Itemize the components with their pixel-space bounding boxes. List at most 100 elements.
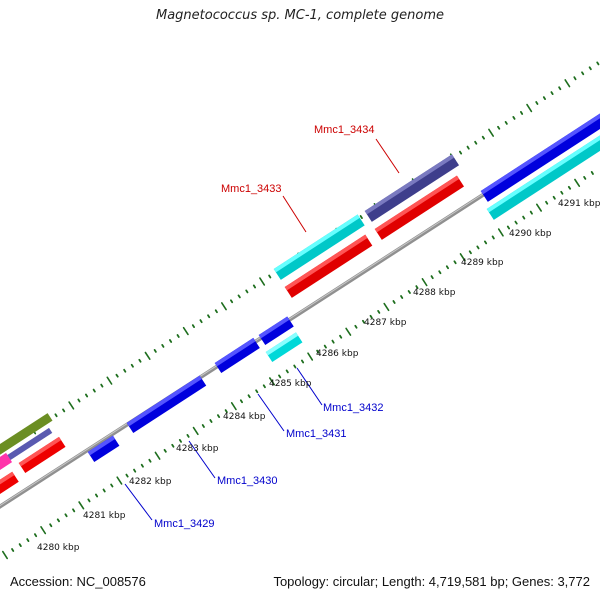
- outer-ring-tick: [497, 125, 501, 130]
- gene-feature-red-left-b: [18, 436, 66, 474]
- inner-ring-tick: [95, 493, 99, 498]
- inner-ring-tick: [468, 250, 472, 255]
- inner-ring-tick: [400, 295, 404, 299]
- gene-label-mmc1-3429: Mmc1_3429: [154, 518, 215, 530]
- inner-ring-tick: [268, 377, 276, 386]
- gene-feature-cyan-right: [486, 129, 600, 220]
- outer-ring-tick: [123, 368, 127, 373]
- inner-ring-tick: [453, 260, 457, 265]
- inner-ring-tick: [497, 228, 504, 237]
- outer-ring-tick: [466, 145, 470, 150]
- kbp-label-4291: 4291 kbp: [558, 199, 600, 209]
- inner-ring-tick: [154, 451, 161, 460]
- gene-label-mmc1-3433: Mmc1_3433: [221, 183, 282, 195]
- genome-summary-text: Topology: circular; Length: 4,719,581 bp…: [273, 574, 590, 589]
- kbp-label-4287: 4287 kbp: [364, 318, 407, 328]
- outer-ring-tick: [85, 393, 89, 398]
- outer-ring-tick: [573, 76, 577, 81]
- inner-ring-tick: [171, 443, 175, 448]
- inner-ring-tick: [590, 170, 594, 175]
- inner-ring-tick: [34, 533, 38, 538]
- inner-ring-tick: [178, 438, 183, 443]
- inner-ring-tick: [192, 426, 199, 436]
- leader-line-3430: [188, 440, 216, 479]
- inner-ring-tick: [11, 548, 15, 552]
- gene-feature-purple-3434: [364, 154, 460, 222]
- kbp-label-4282: 4282 kbp: [129, 477, 172, 487]
- outer-ring-tick: [115, 373, 119, 378]
- outer-ring-tick: [481, 135, 486, 140]
- outer-ring-tick: [168, 339, 173, 343]
- inner-ring-tick: [40, 525, 47, 535]
- kbp-label-4280: 4280 kbp: [37, 543, 80, 553]
- outer-ring-tick: [100, 383, 104, 388]
- inner-ring-tick: [102, 488, 106, 493]
- inner-ring-tick: [361, 319, 366, 324]
- inner-ring-tick: [354, 324, 358, 329]
- inner-ring-tick: [307, 352, 314, 361]
- outer-ring-tick: [550, 91, 554, 95]
- gene-feature-cyan-3433: [273, 214, 365, 280]
- inner-ring-tick: [323, 344, 327, 349]
- outer-ring-tick: [458, 150, 463, 155]
- inner-ring-tick: [421, 277, 428, 287]
- leader-line-3432: [296, 367, 323, 406]
- inner-ring-tick: [522, 215, 526, 220]
- leader-line-3433: [282, 195, 307, 233]
- gene-feature-blue-right: [480, 109, 600, 202]
- outer-ring-tick: [54, 413, 58, 418]
- leader-line-3434: [375, 138, 400, 174]
- outer-ring-tick: [504, 121, 508, 125]
- inner-ring-tick: [224, 409, 228, 414]
- outer-ring-tick: [237, 294, 241, 299]
- inner-ring-tick: [1, 550, 8, 560]
- kbp-label-4286: 4286 kbp: [316, 349, 359, 359]
- outer-ring-tick: [252, 284, 257, 289]
- outer-ring-tick: [558, 86, 562, 91]
- kbp-label-4289: 4289 kbp: [461, 258, 504, 268]
- inner-ring-tick: [331, 339, 335, 344]
- inner-ring-tick: [56, 518, 60, 523]
- inner-ring-tick: [529, 210, 533, 215]
- outer-ring-tick: [259, 277, 266, 286]
- inner-ring-tick: [407, 290, 411, 294]
- inner-ring-tick: [438, 270, 442, 275]
- outer-ring-tick: [474, 140, 478, 145]
- leader-line-3429: [124, 483, 153, 521]
- gene-feature-red-3434: [374, 175, 465, 240]
- inner-ring-tick: [506, 225, 511, 230]
- inner-ring-tick: [133, 468, 137, 473]
- gene-feature-blue-3431: [214, 337, 260, 374]
- inner-ring-tick: [64, 513, 68, 518]
- inner-ring-tick: [87, 498, 91, 503]
- inner-ring-tick: [545, 200, 549, 205]
- inner-ring-tick: [430, 275, 434, 280]
- gene-feature-red-3433: [284, 234, 373, 298]
- outer-ring-tick: [359, 215, 363, 220]
- inner-ring-tick: [583, 175, 587, 180]
- outer-ring-tick: [512, 116, 516, 120]
- inner-ring-tick: [49, 523, 53, 528]
- inner-ring-tick: [262, 384, 266, 389]
- outer-ring-tick: [62, 408, 66, 413]
- gene-label-mmc1-3432: Mmc1_3432: [323, 402, 384, 414]
- inner-ring-tick: [140, 463, 144, 468]
- accession-text: Accession: NC_008576: [10, 574, 146, 589]
- outer-ring-tick: [92, 388, 96, 393]
- outer-ring-tick: [161, 343, 165, 348]
- inner-ring-tick: [209, 419, 213, 423]
- outer-ring-tick: [542, 96, 546, 100]
- outer-ring-tick: [191, 324, 196, 329]
- outer-ring-tick: [106, 376, 113, 385]
- outer-ring-tick: [130, 363, 134, 368]
- inner-ring-tick: [476, 245, 480, 250]
- inner-ring-tick: [78, 501, 85, 510]
- inner-ring-tick: [535, 203, 543, 212]
- inner-ring-tick: [316, 349, 320, 354]
- inner-ring-tick: [116, 476, 123, 485]
- outer-ring-tick: [138, 358, 142, 363]
- inner-ring-tick: [560, 190, 564, 195]
- inner-ring-tick: [26, 538, 30, 542]
